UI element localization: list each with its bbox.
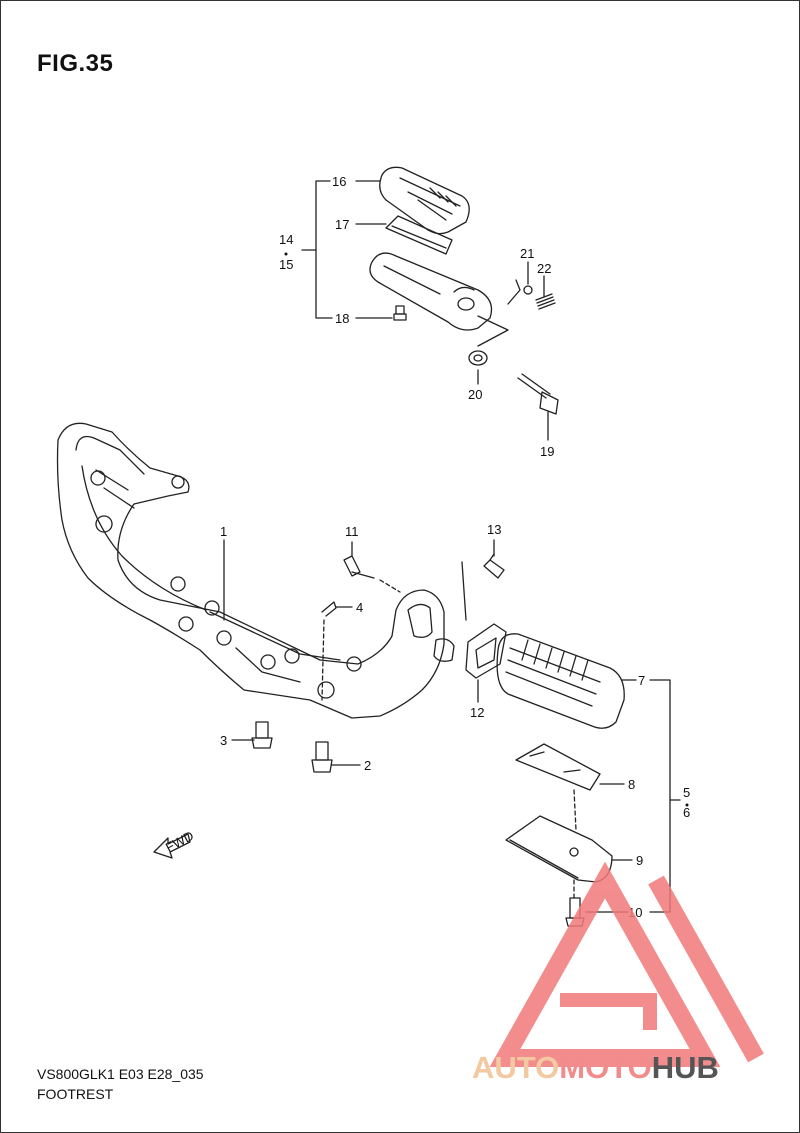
part-13-stud	[461, 553, 505, 621]
callout-21: 21	[520, 246, 534, 261]
part-1-footrest-bracket	[56, 422, 455, 719]
callout-19: 19	[540, 444, 554, 459]
callout-15: 15	[279, 257, 293, 272]
callout-7: 7	[638, 673, 645, 688]
part-12-gasket	[465, 623, 507, 679]
part-3-bolt	[251, 721, 273, 749]
figure-title: FIG.35	[37, 50, 114, 77]
callout-16: 16	[332, 174, 346, 189]
part-21-ball	[523, 285, 533, 295]
part-17-plate	[385, 215, 453, 255]
callout-22: 22	[537, 261, 551, 276]
part-11-bolt	[343, 555, 401, 593]
callout-18: 18	[335, 311, 349, 326]
watermark-text-auto: AUTO	[472, 1050, 560, 1085]
callout-2: 2	[364, 758, 371, 773]
callout-17: 17	[335, 217, 349, 232]
callout-12: 12	[470, 705, 484, 720]
part-footpeg-bracket	[369, 252, 493, 331]
callout-separator-dot-2	[685, 803, 689, 807]
part-7-footpeg	[496, 633, 625, 729]
part-16-footpeg-rubber	[379, 166, 470, 235]
part-19-bolt	[517, 373, 559, 415]
callout-9: 9	[636, 853, 643, 868]
callout-6: 6	[683, 805, 690, 820]
callout-separator-dot	[284, 252, 288, 256]
part-2-bolt	[311, 741, 333, 773]
watermark-text-hub: HUB	[651, 1050, 719, 1085]
part-20-washer	[468, 350, 488, 366]
callout-13: 13	[487, 522, 501, 537]
callout-11: 11	[345, 524, 359, 539]
section-name: FOOTREST	[37, 1086, 114, 1102]
fwd-arrow-label: FWD	[163, 828, 196, 855]
model-code: VS800GLK1 E03 E28_035	[37, 1066, 204, 1082]
callout-8: 8	[628, 777, 635, 792]
callout-3: 3	[220, 733, 227, 748]
callout-5: 5	[683, 785, 690, 800]
watermark-logo-icon	[489, 861, 764, 1067]
callout-14: 14	[279, 232, 293, 247]
watermark-text-moto: MOTO	[559, 1050, 652, 1085]
callout-1: 1	[220, 524, 227, 539]
watermark-text: AUTOMOTOHUB	[472, 1050, 719, 1090]
part-22-spring	[535, 293, 556, 310]
callout-20: 20	[468, 387, 482, 402]
part-18-screw	[393, 305, 407, 321]
callout-4: 4	[356, 600, 363, 615]
part-8-plate	[515, 743, 601, 831]
part-4-clip	[321, 601, 337, 701]
fwd-arrow-icon	[153, 833, 191, 859]
